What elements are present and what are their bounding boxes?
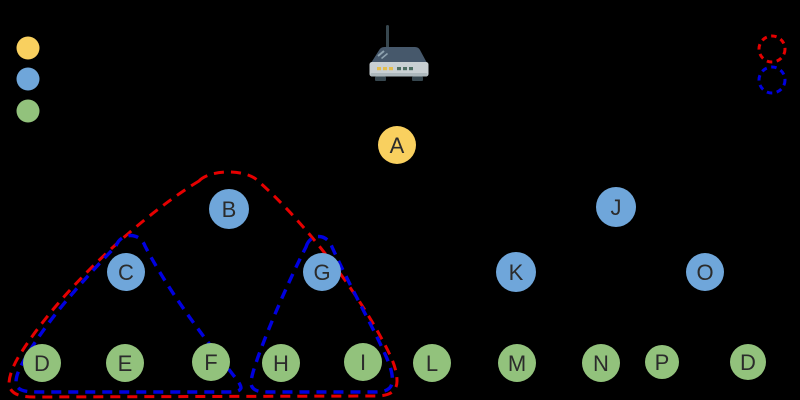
node-I: I [344,343,382,381]
node-G: G [303,253,341,291]
node-label: J [611,195,622,220]
node-label: L [426,351,438,376]
node-label: B [222,197,237,222]
node-D: D [730,344,766,380]
node-label: F [204,350,217,375]
router-highlight [377,50,385,57]
router-port [403,67,407,71]
red-cluster-outline [7,170,399,399]
node-label: I [360,350,366,375]
node-label: E [118,351,133,376]
node-label: N [593,351,609,376]
node-circle [686,253,724,291]
red-dashed-cluster-swatch [757,34,787,64]
node-circle [730,344,766,380]
node-K: K [496,252,536,292]
node-label: O [696,260,713,285]
node-label: D [740,350,756,375]
wifi-router-icon [369,25,429,81]
node-circle [645,345,679,379]
node-L: L [413,344,451,382]
node-circle [209,189,249,229]
router-led [377,67,381,71]
router-foot [375,76,386,81]
router-foot [412,76,423,81]
node-circle [496,252,536,292]
node-circle [23,344,61,382]
router-port [397,67,401,71]
green-node-swatch [16,99,40,123]
node-H: H [262,344,300,382]
node-B: B [209,189,249,229]
node-N: N [582,344,620,382]
node-label: D [34,351,50,376]
node-circle [582,344,620,382]
node-J: J [596,187,636,227]
node-label: A [390,133,405,158]
blue-cluster-outline-right [249,234,395,394]
router-highlight [381,52,388,60]
legend-node-colors [16,36,40,123]
node-label: C [118,260,134,285]
node-label: P [655,350,670,375]
node-C: C [107,253,145,291]
blue-node-swatch [16,67,40,91]
node-E: E [106,344,144,382]
node-label: H [273,351,289,376]
router-antenna [386,25,389,52]
node-O: O [686,253,724,291]
node-A: A [378,126,416,164]
router-front-edge [370,73,428,77]
router-led [383,67,387,71]
router-led [389,67,393,71]
router-top-face [371,47,427,63]
node-circle [344,343,382,381]
yellow-node-swatch [16,36,40,60]
node-circle [498,344,536,382]
node-circle [262,344,300,382]
tree-nodes: A B C G J K O D E F H I L M N P D [23,126,766,382]
node-D: D [23,344,61,382]
node-label: G [313,260,330,285]
node-M: M [498,344,536,382]
node-circle [106,344,144,382]
node-circle [378,126,416,164]
node-label: K [509,260,524,285]
legend-cluster-styles [757,34,787,95]
node-circle [596,187,636,227]
node-circle [107,253,145,291]
node-label: M [508,351,526,376]
node-circle [303,253,341,291]
node-circle [192,343,230,381]
router-port [409,67,413,71]
node-F: F [192,343,230,381]
blue-dashed-cluster-swatch [757,65,787,95]
node-circle [413,344,451,382]
node-P: P [645,345,679,379]
